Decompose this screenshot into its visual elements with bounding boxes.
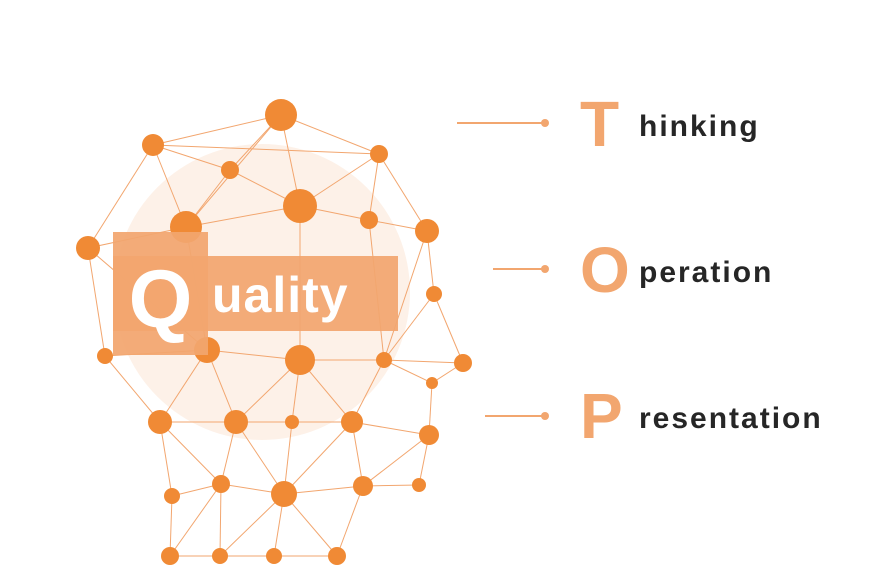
network-node: [164, 488, 180, 504]
network-edge: [280, 114, 380, 155]
network-node: [212, 475, 230, 493]
network-node: [285, 415, 299, 429]
network-node: [285, 345, 315, 375]
network-edge: [235, 421, 285, 495]
network-edge: [378, 153, 428, 232]
connector-thinking: [457, 119, 549, 127]
network-edge: [159, 349, 208, 423]
network-node: [161, 547, 179, 565]
network-edge: [383, 359, 464, 364]
operation-initial: O: [580, 234, 630, 306]
connector-dot: [541, 265, 549, 273]
network-node: [328, 547, 346, 565]
network-edge: [283, 493, 338, 557]
network-edge: [152, 144, 380, 155]
network-node: [283, 189, 317, 223]
network-edge: [219, 493, 285, 557]
network-node: [419, 425, 439, 445]
presentation-initial: P: [580, 380, 623, 452]
network-node: [148, 410, 172, 434]
network-node: [265, 99, 297, 131]
thinking-label: hinking: [639, 110, 760, 143]
network-node: [97, 348, 113, 364]
quality-initial-letter: Q: [128, 254, 193, 345]
network-edge: [159, 421, 173, 497]
network-node: [370, 145, 388, 163]
network-edge: [104, 355, 161, 423]
quality-label-text: uality: [212, 267, 349, 323]
network-node: [426, 286, 442, 302]
operation-label: peration: [639, 256, 774, 289]
network-edge: [368, 153, 380, 221]
network-node: [142, 134, 164, 156]
network-edge: [87, 144, 154, 249]
network-edge: [283, 485, 364, 495]
network-edge: [383, 293, 435, 361]
network-edge: [152, 114, 282, 146]
network-node: [454, 354, 472, 372]
network-edge: [362, 434, 430, 487]
network-node: [224, 410, 248, 434]
network-node: [415, 219, 439, 243]
network-node: [360, 211, 378, 229]
network-node: [266, 548, 282, 564]
network-edge: [87, 247, 106, 357]
connector-dot: [541, 119, 549, 127]
network-edge: [169, 483, 222, 557]
network-node: [212, 548, 228, 564]
network-node: [376, 352, 392, 368]
network-node: [426, 377, 438, 389]
network-edge: [159, 421, 222, 485]
presentation-label: resentation: [639, 402, 823, 435]
network-edge: [336, 485, 364, 557]
network-edge: [351, 421, 430, 436]
quality-label-band: [113, 256, 398, 331]
network-edge: [169, 495, 173, 557]
network-edge: [152, 144, 231, 171]
network-node: [341, 411, 363, 433]
connector-dot: [541, 412, 549, 420]
network-edge: [351, 359, 385, 423]
connector-operation: [493, 265, 549, 273]
network-edge: [185, 205, 301, 228]
connector-presentation: [485, 412, 549, 420]
network-node: [412, 478, 426, 492]
network-node: [353, 476, 373, 496]
network-edge: [383, 359, 433, 384]
thinking-initial: T: [580, 88, 620, 160]
network-edge: [206, 349, 301, 361]
network-node: [76, 236, 100, 260]
network-edge: [219, 483, 222, 557]
network-nodes: [76, 99, 472, 565]
network-edge: [283, 421, 353, 495]
network-node: [271, 481, 297, 507]
network-edge: [383, 230, 428, 361]
network-edge: [433, 293, 464, 364]
network-node: [221, 161, 239, 179]
